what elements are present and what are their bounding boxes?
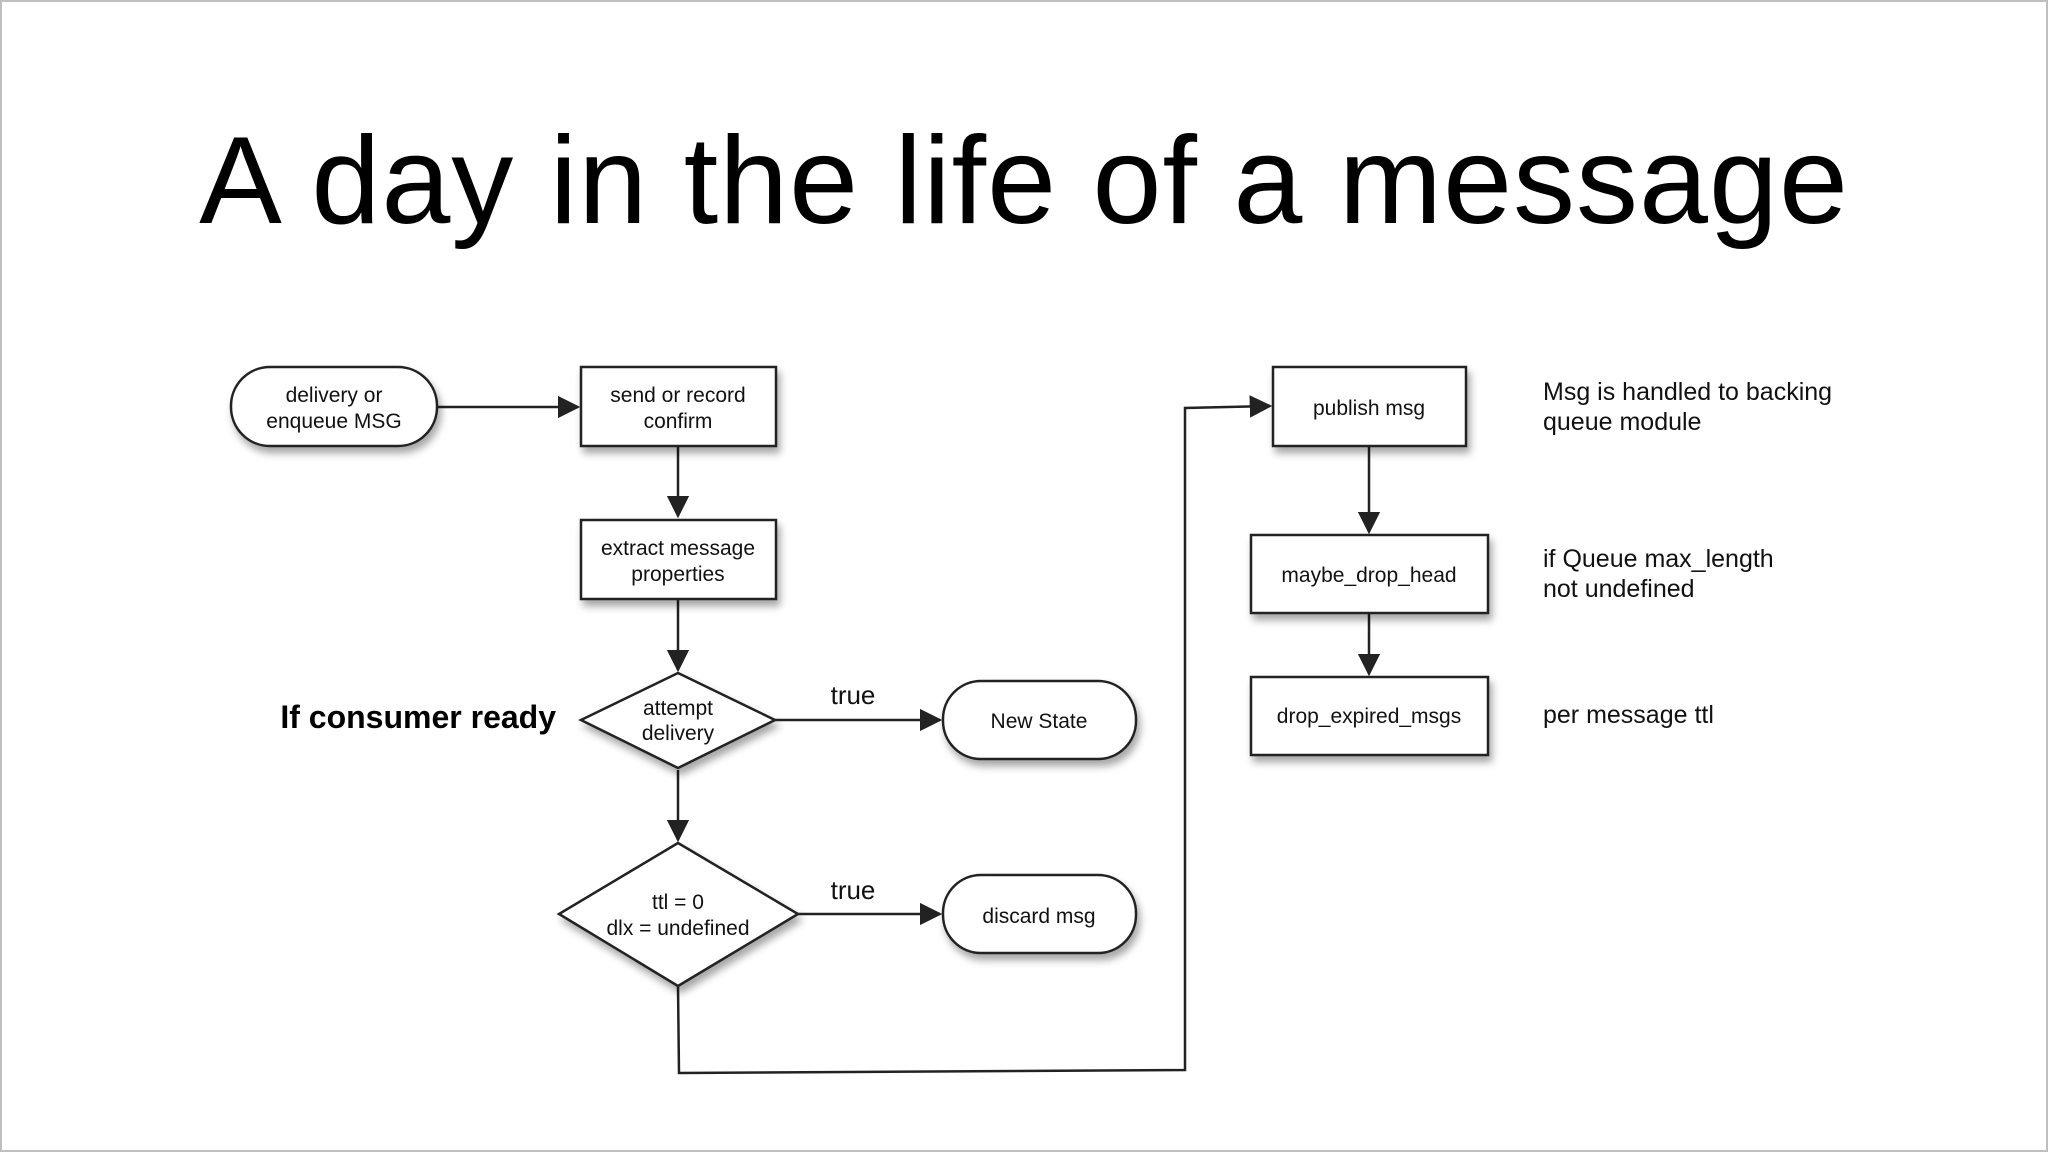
node-drop-expired: drop_expired_msgs (1249, 675, 1490, 757)
node-new-state: New State (941, 679, 1138, 761)
edges (438, 395, 1381, 1075)
edge-label-attempt-true: true (831, 680, 876, 710)
node-discard: discard msg (941, 873, 1138, 955)
node-extract: extract message properties (579, 518, 778, 601)
node-delivery: delivery or enqueue MSG (229, 365, 439, 448)
node-extract-line2: properties (631, 563, 724, 586)
edge-ttl-to-publish (676, 395, 1273, 1075)
node-attempt-line1: attempt (643, 697, 713, 720)
annotation-drop-head-note-line1: if Queue max_length (1543, 545, 1774, 573)
node-ttl-line1: ttl = 0 (652, 891, 704, 914)
node-new-state-label: New State (991, 710, 1088, 733)
node-attempt-delivery: attempt delivery (578, 671, 778, 770)
node-ttl-check: ttl = 0 dlx = undefined (556, 841, 801, 988)
node-delivery-line1: delivery or (286, 384, 383, 407)
node-drop-head-label: maybe_drop_head (1281, 564, 1456, 587)
node-extract-line1: extract message (601, 537, 755, 560)
slide-title: A day in the life of a message (199, 112, 1849, 250)
node-send-confirm-line2: confirm (644, 410, 713, 433)
node-ttl-line2: dlx = undefined (606, 917, 749, 940)
node-delivery-line2: enqueue MSG (266, 410, 401, 433)
annotation-publish-note-line2: queue module (1543, 408, 1701, 436)
node-send-confirm: send or record confirm (579, 365, 778, 448)
annotation-drop-head-note-line2: not undefined (1543, 575, 1695, 603)
node-discard-label: discard msg (982, 905, 1095, 928)
node-attempt-line2: delivery (642, 722, 715, 745)
edge-label-ttl-true: true (831, 875, 876, 905)
node-drop-expired-label: drop_expired_msgs (1277, 705, 1461, 728)
node-send-confirm-line1: send or record (610, 384, 745, 407)
annotation-publish-note-line1: Msg is handled to backing (1543, 378, 1832, 406)
node-drop-head: maybe_drop_head (1249, 533, 1490, 615)
node-publish-label: publish msg (1313, 397, 1425, 420)
annotation-consumer-ready: If consumer ready (280, 699, 556, 735)
annotation-drop-expired-note: per message ttl (1543, 701, 1714, 729)
node-publish: publish msg (1271, 365, 1468, 448)
